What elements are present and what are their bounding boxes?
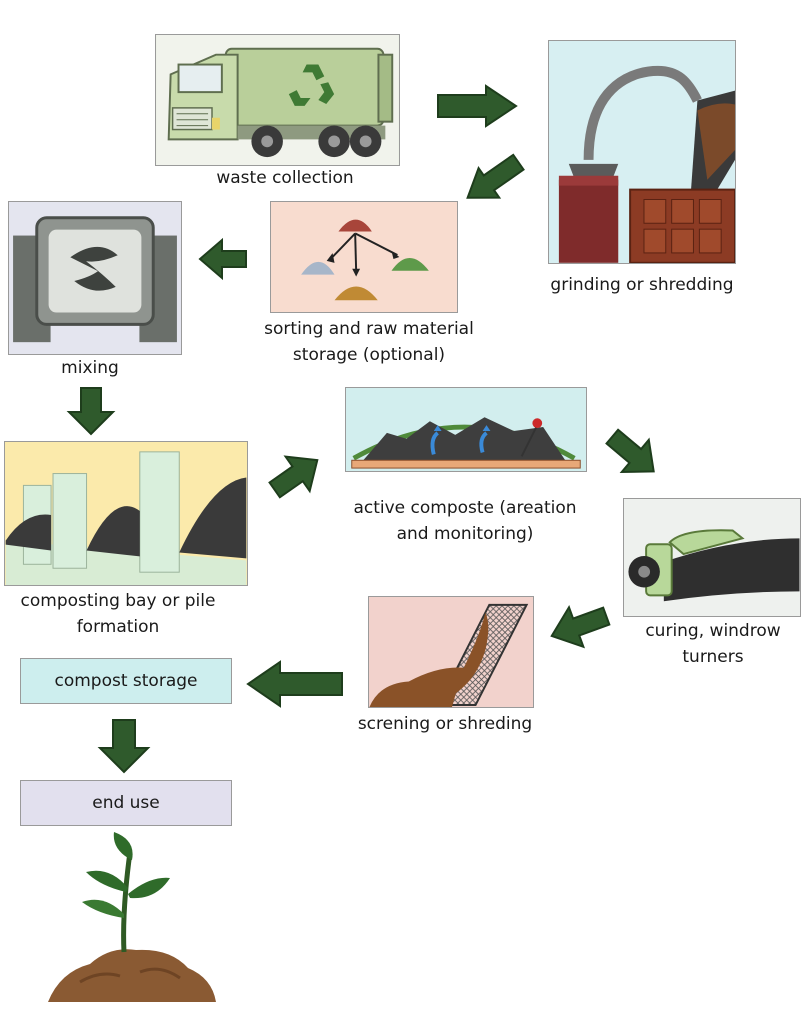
waste-collection-label: waste collection [216, 168, 354, 188]
screening-label: screning or shreding [357, 714, 533, 734]
arrow-grinding-to-sorting [458, 150, 528, 210]
mixing-panel [8, 201, 182, 355]
active-compost-label: active composte (areation and monitoring… [353, 498, 577, 544]
grinding-panel [548, 40, 736, 264]
end-use-box: end use [20, 780, 232, 826]
grinding-label: grinding or shredding [550, 275, 734, 295]
active-compost-panel [345, 387, 587, 472]
arrow-active-to-curing [604, 428, 662, 480]
aerated-pile-illustration [347, 388, 585, 471]
garbage-truck-illustration [156, 35, 399, 165]
composting-bay-panel [4, 441, 248, 586]
arrow-curing-to-screening [548, 600, 611, 652]
compost-storage-box: compost storage [20, 658, 232, 704]
sorting-panel [270, 201, 458, 313]
windrow-turner-illustration [624, 499, 800, 616]
composting-bays-illustration [5, 442, 247, 585]
curing-panel [623, 498, 801, 617]
arrow-collection-to-grinding [436, 84, 518, 128]
mixer-illustration [9, 202, 181, 354]
arrow-mixing-to-composting-bay [66, 386, 116, 436]
material-piles-illustration [271, 202, 457, 312]
mixing-label: mixing [61, 358, 119, 378]
screen-sieve-illustration [369, 597, 533, 707]
arrow-screening-to-storage [246, 660, 344, 708]
sorting-label: sorting and raw material storage (option… [264, 319, 474, 365]
screening-panel [368, 596, 534, 708]
arrow-sorting-to-mixing [198, 236, 248, 282]
seedling-illustration [40, 832, 220, 1012]
arrow-storage-to-end-use [96, 718, 152, 774]
curing-label: curing, windrow turners [645, 621, 781, 667]
composting-bay-label: composting bay or pile formation [20, 591, 216, 637]
arrow-composting-bay-to-active [268, 448, 324, 502]
recycle-icon [288, 64, 335, 106]
waste-collection-panel [155, 34, 400, 166]
grinder-illustration [549, 41, 735, 263]
